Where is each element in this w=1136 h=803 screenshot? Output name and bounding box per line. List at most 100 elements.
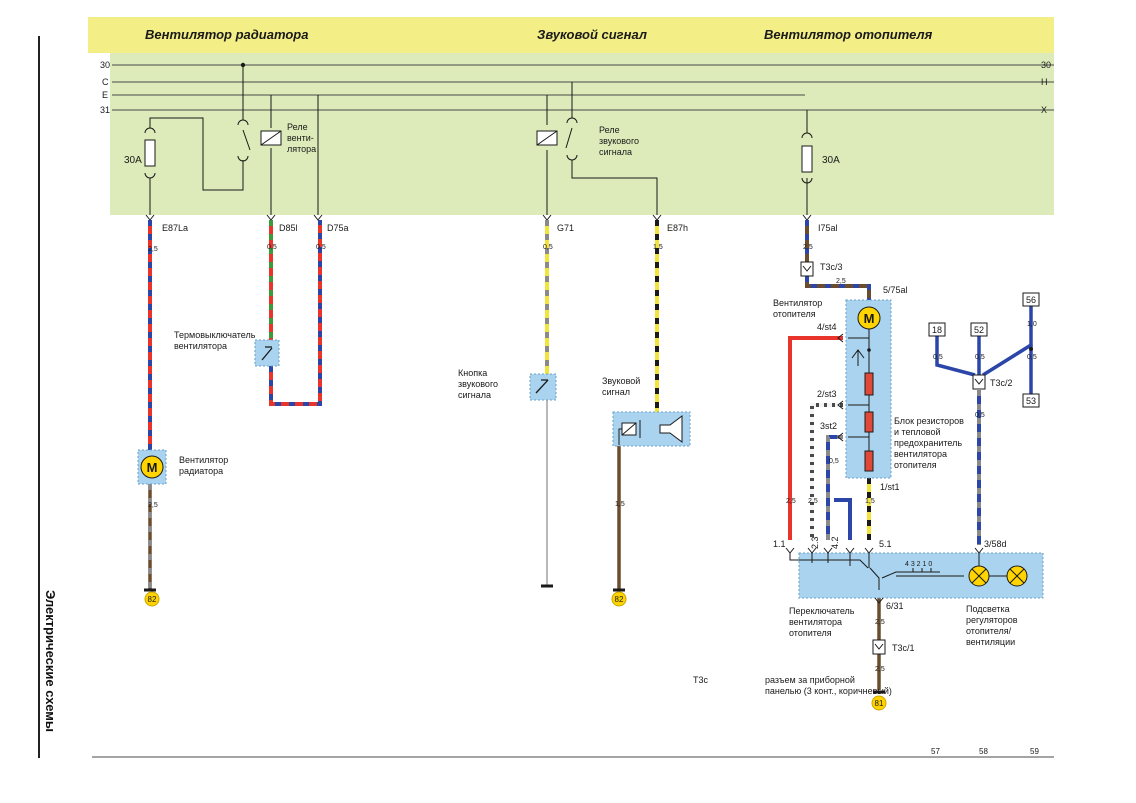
backlight-label-2: регуляторов [966, 615, 1018, 625]
header-horn: Звуковой сигнал [537, 27, 647, 42]
ground-82-b: 82 [615, 595, 624, 604]
size-t18: 0,5 [933, 354, 943, 361]
conn-4-2: 4.2 [830, 536, 840, 549]
radiator-fan-motor: M [137, 449, 167, 485]
wire-thermo-loop [269, 220, 322, 406]
page-ref-57: 57 [931, 747, 940, 756]
size-backlight: 0,5 [975, 412, 985, 419]
size-d75a: 0,5 [316, 244, 326, 251]
bus-lines [112, 64, 1054, 111]
size-g71: 0,5 [543, 244, 553, 251]
terminal-18: 18 [932, 325, 942, 335]
resistor-label-5: отопителя [894, 460, 937, 470]
size-fan-ground: 2,5 [148, 502, 158, 509]
ground-82-a: 82 [148, 595, 157, 604]
fan-motor-label-1: Вентилятор [179, 455, 228, 465]
conn-1-1: 1.1 [773, 539, 786, 549]
conn-4-st4: 4/st4 [817, 322, 837, 332]
size-t3c1-ground: 2,5 [875, 666, 885, 673]
conn-2-3: 2.3 [810, 536, 820, 549]
bus-label-31: 31 [100, 105, 110, 115]
wire-t3c3-to-motor [805, 276, 871, 300]
terminal-53: 53 [1026, 396, 1036, 406]
thermo-switch [254, 339, 280, 367]
size-e87la: 2,5 [148, 246, 158, 253]
header-heater-fan: Вентилятор отопителя [764, 27, 933, 42]
fan-relay [237, 119, 282, 162]
resistor-label-3: предохранитель [894, 438, 962, 448]
bus-label-c: C [102, 77, 109, 87]
size-d85l: 0,5 [267, 244, 277, 251]
wire-st2 [826, 435, 843, 540]
conn-3st2: 3st2 [820, 421, 837, 431]
size-st4: 2,5 [786, 498, 796, 505]
resistor-label-2: и тепловой [894, 427, 941, 437]
conn-5-75al: 5/75al [883, 285, 908, 295]
wire-st3 [810, 403, 843, 540]
conn-5-1: 5.1 [879, 539, 892, 549]
terminal-boxes: 18 52 56 53 [928, 292, 1040, 408]
conn-2-st3: 2/st3 [817, 389, 837, 399]
horn-label-2: сигнал [602, 387, 630, 397]
radiator-internal-wiring [149, 65, 319, 215]
heater-fan-label-1: Вентилятор [773, 298, 822, 308]
conn-t3c2: T3c/2 [990, 378, 1013, 388]
radiator-motor-letter: M [147, 460, 158, 475]
heater-motor-letter: M [864, 311, 875, 326]
terminal-52: 52 [974, 325, 984, 335]
fan-relay-label-2: венти- [287, 133, 314, 143]
fan-relay-label-3: лятора [287, 144, 316, 154]
radiator-fuse-rating: 30A [124, 155, 142, 166]
sidebar-title-text: Электрические схемы [43, 590, 58, 732]
t3c2-connector [972, 374, 986, 390]
heater-switch-panel: 4 3 2 1 0 [789, 552, 1044, 599]
size-st1: 1,5 [865, 498, 875, 505]
horn-button-label-1: Кнопка [458, 368, 487, 378]
t3c3-connector [800, 261, 814, 277]
bus-label-h: H [1041, 77, 1048, 87]
resistor-label-4: вентилятора [894, 449, 947, 459]
horn-button-label-3: сигнала [458, 390, 491, 400]
size-st2: 0,5 [829, 458, 839, 465]
size-horn-ground: 1,5 [615, 501, 625, 508]
backlight-label-4: вентиляции [966, 637, 1015, 647]
left-margin-rule [38, 36, 40, 758]
wire-switch-loop [834, 498, 852, 540]
horn-button [529, 373, 557, 401]
size-t56: 1,0 [1027, 321, 1037, 328]
ground-horn: 82 [611, 588, 627, 607]
conn-1-st1: 1/st1 [880, 482, 900, 492]
size-t52: 0,5 [975, 354, 985, 361]
backlight-label-1: Подсветка [966, 604, 1010, 614]
header-band [88, 17, 1054, 53]
t3c1-connector [872, 639, 886, 655]
bus-label-e: E [102, 90, 108, 100]
switch-pins [785, 547, 984, 604]
ground-radiator: 82 [144, 588, 160, 607]
conn-g71: G71 [557, 223, 574, 233]
switch-label-1: Переключатель [789, 606, 855, 616]
horn-button-label-2: звукового [458, 379, 498, 389]
size-e87h: 1,5 [653, 244, 663, 251]
resistor-label-1: Блок резисторов [894, 416, 964, 426]
horn-relay-label-3: сигнала [599, 147, 632, 157]
conn-d75a: D75a [327, 223, 349, 233]
wire-st4 [788, 336, 843, 540]
resistor-block-pins [837, 333, 844, 442]
legend-code: T3c [693, 675, 709, 685]
switch-label-3: отопителя [789, 628, 832, 638]
conn-6-31: 6/31 [886, 601, 904, 611]
sidebar-title: Электрические схемы [38, 590, 62, 760]
horn-relay-label-1: Реле [599, 125, 620, 135]
size-switch-ground: 2,5 [875, 619, 885, 626]
thermo-label-2: вентилятора [174, 341, 227, 351]
horn-internal-wiring [546, 82, 658, 215]
ground-81: 81 [875, 699, 884, 708]
terminal-56: 56 [1026, 295, 1036, 305]
conn-i75al: I75al [818, 223, 838, 233]
fuse-relay-panel [110, 53, 1054, 215]
legend-text-1: разъем за приборной [765, 675, 855, 685]
conn-t3c3: T3c/3 [820, 262, 843, 272]
conn-e87la: E87La [162, 223, 188, 233]
